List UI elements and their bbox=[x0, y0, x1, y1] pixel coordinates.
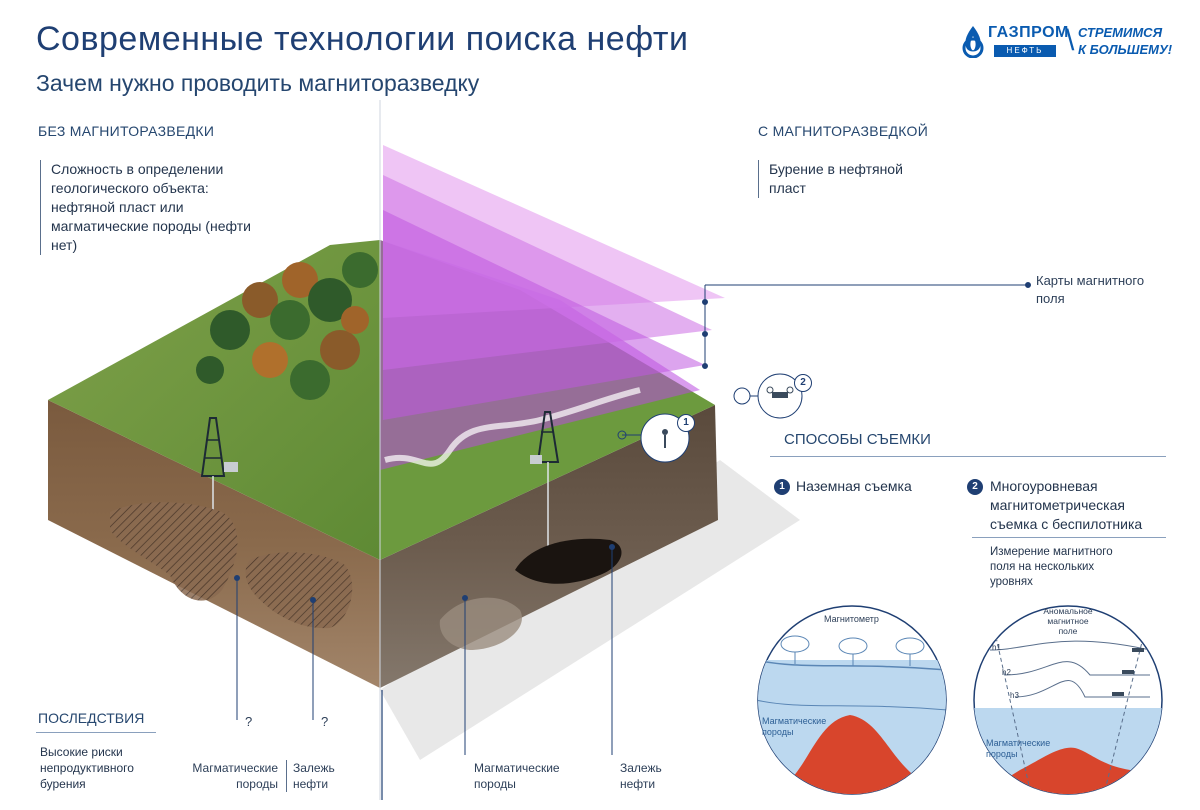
logo-name: ГАЗПРОМ bbox=[988, 24, 1069, 41]
methods-title: СПОСОБЫ СЪЕМКИ bbox=[784, 431, 931, 448]
method-2-text: Многоуровневая магнитометрическая съемка… bbox=[990, 478, 1143, 532]
page-title: Современные технологии поиска нефти bbox=[36, 20, 689, 58]
callout-1: 1 bbox=[677, 414, 695, 432]
left-note: Сложность в определении геологического о… bbox=[40, 160, 260, 255]
flame-logo-icon bbox=[962, 26, 984, 58]
method-1-badge: 1 bbox=[774, 479, 790, 495]
left-drilling-rig bbox=[200, 417, 238, 510]
consequences-title: ПОСЛЕДСТВИЯ bbox=[38, 710, 145, 726]
inset2-h3: h3 bbox=[1010, 691, 1019, 700]
left-hatched-deposit bbox=[110, 502, 238, 601]
method-2-divider bbox=[972, 537, 1166, 538]
bottom-leader-lines bbox=[234, 544, 615, 755]
right-note: Бурение в нефтяной пласт bbox=[758, 160, 938, 198]
consequences-divider bbox=[36, 732, 156, 733]
right-oil-deposit bbox=[515, 538, 622, 584]
ground-shadow bbox=[380, 460, 800, 760]
page-subtitle: Зачем нужно проводить магниторазведку bbox=[36, 70, 480, 96]
inset2-rock-label: Магматические породы bbox=[986, 738, 1051, 759]
forest bbox=[196, 252, 378, 400]
inset-drone-survey bbox=[973, 605, 1163, 795]
inset-ground-survey bbox=[757, 605, 947, 795]
map-leader bbox=[702, 282, 1031, 369]
consequences-text: Высокие риски непродуктивного бурения bbox=[40, 745, 134, 791]
drone-survey-callout bbox=[733, 373, 803, 419]
logo-sub: НЕФТЬ bbox=[994, 45, 1056, 57]
right-magmatic-rock bbox=[439, 597, 522, 650]
magnetic-maps-label: Карты магнитного поля bbox=[1036, 273, 1145, 306]
question-mark-magmatic: ? bbox=[245, 714, 253, 729]
magnetic-map-sheets bbox=[383, 145, 725, 420]
inset2-h2: h2 bbox=[1002, 668, 1011, 677]
gazprom-neft-logo: ГАЗПРОМ НЕФТЬ \ СТРЕМИМСЯ К БОЛЬШЕМУ! bbox=[958, 18, 1174, 66]
left-magmatic-label: Магматические породы bbox=[192, 761, 278, 791]
left-deposit-label: Залежь нефти bbox=[286, 760, 356, 792]
logo-slogan-line1: СТРЕМИМСЯ bbox=[1078, 25, 1163, 40]
methods-divider bbox=[770, 456, 1166, 457]
survey-path bbox=[384, 387, 641, 467]
method-2-note: Измерение магнитного поля на нескольких … bbox=[990, 546, 1113, 588]
right-drilling-rig bbox=[530, 411, 560, 548]
inset1-rock-label: Магматические породы bbox=[762, 716, 827, 737]
logo-slogan-line2: К БОЛЬШЕМУ! bbox=[1078, 42, 1173, 57]
method-2-badge: 2 bbox=[967, 479, 983, 495]
inset2-anomaly-label: Аномальное магнитное поле bbox=[1043, 606, 1093, 636]
inset1-magnetometer-label: Магнитометр bbox=[824, 614, 879, 624]
logo-divider: \ bbox=[1066, 24, 1075, 57]
callout-2: 2 bbox=[794, 374, 812, 392]
right-heading: С МАГНИТОРАЗВЕДКОЙ bbox=[758, 123, 929, 139]
inset2-h1: h1 bbox=[992, 643, 1001, 652]
question-mark-deposit: ? bbox=[321, 714, 329, 729]
method-1-text: Наземная съемка bbox=[796, 478, 912, 494]
logo-slogan: СТРЕМИМСЯ К БОЛЬШЕМУ! bbox=[1078, 24, 1172, 58]
right-magmatic-label: Магматические породы bbox=[474, 761, 560, 791]
left-hatched-magmatic bbox=[245, 552, 353, 629]
right-deposit-label: Залежь нефти bbox=[620, 761, 662, 791]
left-heading: БЕЗ МАГНИТОРАЗВЕДКИ bbox=[38, 123, 215, 139]
